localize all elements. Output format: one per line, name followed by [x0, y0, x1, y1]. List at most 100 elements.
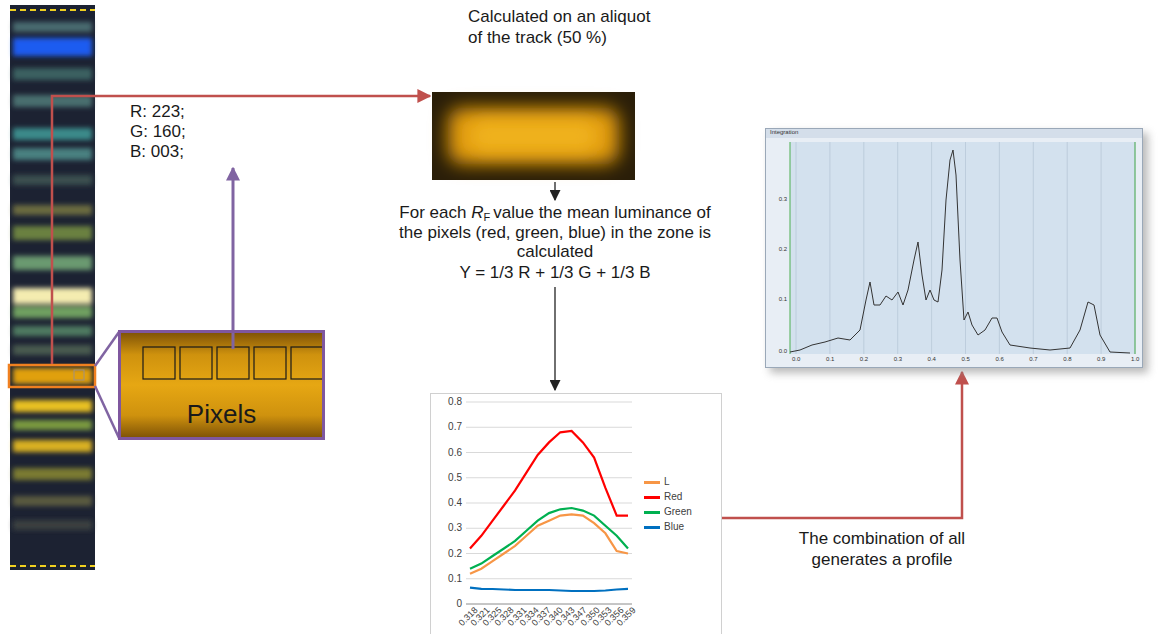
pixel-zoom: [180, 347, 212, 379]
legend-label: Green: [664, 506, 692, 518]
axis-tick: 0.1: [779, 296, 787, 303]
aliquot-image: [470, 120, 597, 152]
profile-screenshot: [766, 129, 1142, 138]
aliquot-image: [448, 108, 619, 164]
axis-tick: 0.8: [1063, 356, 1071, 363]
pixel-arrow: [232, 168, 235, 349]
axis-tick: 0.2: [448, 548, 462, 560]
step-note: The combination of all generates a profi…: [792, 528, 972, 571]
rgb-chart: [466, 402, 632, 579]
red-arrow: [52, 96, 430, 364]
legend-swatch: [644, 496, 660, 499]
rgb-chart: [466, 402, 632, 403]
axis-tick: 0.0: [779, 348, 787, 355]
pixel-zoom: [217, 347, 249, 379]
axis-tick: 0.4: [448, 497, 462, 509]
profile-screenshot: [999, 142, 1000, 354]
step-text: R: [471, 203, 483, 222]
axis-tick: 0.5: [448, 472, 462, 484]
profile-screenshot: [1135, 142, 1136, 354]
axis-tick: 0.2: [779, 246, 787, 253]
profile-screenshot: [931, 142, 932, 354]
tlc-band: [13, 368, 92, 384]
tlc-band: [13, 68, 92, 80]
axis-tick: 0.8: [448, 396, 462, 408]
rgb-chart: [466, 553, 632, 554]
rgb-chart: [466, 578, 632, 579]
axis-tick: 0.3: [779, 196, 787, 203]
rgb-chart: [466, 503, 632, 504]
axis-tick: 0.3: [448, 522, 462, 534]
axis-tick: 0.7: [448, 421, 462, 433]
axis-tick: 0.3: [894, 356, 902, 363]
axis-tick: 0.1: [826, 356, 834, 363]
legend-label: Red: [664, 491, 682, 503]
profile-screenshot: [790, 142, 791, 354]
zoom-label: Pixels: [187, 400, 256, 429]
axis-tick: 0.7: [1029, 356, 1037, 363]
red-arrow: [722, 372, 962, 518]
zoom-leader: [95, 332, 119, 438]
step-text: For each: [399, 203, 466, 222]
profile-screenshot: [965, 142, 966, 354]
axis-tick: 0.6: [448, 447, 462, 459]
tlc-track: [74, 370, 84, 380]
pixel-zoom: [291, 347, 323, 379]
legend-swatch: [644, 481, 660, 484]
profile-screenshot: [770, 133, 1148, 373]
profile-screenshot: [1135, 142, 1136, 354]
profile-screenshot: [796, 142, 797, 354]
tlc-band: [13, 520, 92, 530]
legend-label: Blue: [664, 521, 684, 533]
rgb-chart: [466, 477, 632, 478]
tlc-band: [13, 496, 92, 506]
axis-tick: 0.4: [928, 356, 936, 363]
tlc-band: [13, 38, 92, 56]
zoom-leader: [95, 386, 119, 438]
profile-screenshot: [1101, 142, 1102, 354]
legend-swatch: [644, 511, 660, 514]
rgb-value: G: 160;: [130, 122, 186, 142]
profile-screenshot: [766, 129, 1143, 368]
rgb-chart: [470, 588, 628, 591]
tlc-track: [9, 365, 95, 387]
aliquot-image: [432, 92, 635, 180]
subscript: F: [483, 211, 490, 223]
axis-tick: 0.5: [962, 356, 970, 363]
formula: Y = 1/3 R + 1/3 G + 1/3 B: [395, 263, 715, 283]
rgb-chart: [431, 394, 722, 634]
pixel-zoom: [119, 331, 324, 439]
axis-tick: 0.9: [1097, 356, 1105, 363]
tlc-band: [13, 420, 92, 430]
profile-screenshot: [796, 142, 1135, 354]
profile-screenshot: [766, 129, 1149, 374]
tlc-band: [13, 440, 92, 452]
rgb-chart: [466, 452, 632, 453]
tlc-track: [10, 9, 95, 11]
axis-tick: 0.1: [448, 573, 462, 585]
profile-screenshot: [897, 142, 898, 354]
step-note: Calculated on an aliquot of the track (5…: [468, 6, 668, 49]
axis-tick: 0: [456, 598, 462, 610]
legend-swatch: [644, 526, 660, 529]
profile-screenshot: [829, 142, 830, 354]
pixel-zoom: [254, 347, 286, 379]
axis-tick: 0.0: [792, 356, 800, 363]
tlc-band: [13, 22, 92, 32]
window-title: Integration: [770, 129, 798, 136]
tlc-band: [13, 468, 92, 480]
profile-screenshot: [1033, 142, 1034, 354]
legend-label: L: [664, 476, 670, 488]
rgb-value: B: 003;: [130, 142, 184, 162]
rgb-chart: [470, 514, 628, 573]
down-arrow: [554, 182, 555, 200]
down-arrow: [554, 287, 555, 390]
profile-screenshot: [863, 142, 864, 354]
rgb-chart: [466, 427, 632, 428]
pixel-zoom: [143, 347, 175, 379]
profile-screenshot: [790, 150, 1130, 353]
axis-tick: 0.6: [995, 356, 1003, 363]
rgb-chart: [431, 394, 722, 634]
